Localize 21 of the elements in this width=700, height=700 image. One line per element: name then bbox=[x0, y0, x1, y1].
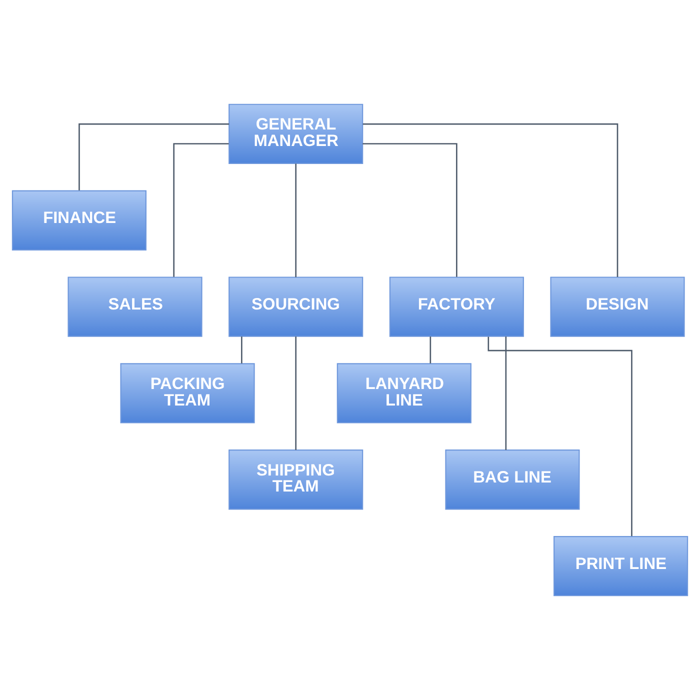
connector bbox=[488, 336, 632, 536]
connector bbox=[241, 336, 242, 364]
connector bbox=[505, 336, 507, 450]
node-box: GENERAL MANAGER bbox=[228, 104, 364, 164]
node-box: PRINT LINE bbox=[554, 536, 688, 596]
node-box: SOURCING bbox=[228, 276, 364, 337]
node-box: PACKING TEAM bbox=[120, 363, 255, 424]
node-box: LANYARD LINE bbox=[336, 363, 472, 424]
node-box: DESIGN bbox=[550, 276, 685, 337]
connector bbox=[295, 336, 296, 450]
node-box: SALES bbox=[68, 276, 202, 337]
node-box: FINANCE bbox=[12, 190, 146, 250]
connector bbox=[362, 143, 458, 277]
node-box: SHIPPING TEAM bbox=[228, 450, 364, 510]
connector bbox=[78, 123, 230, 190]
connector bbox=[430, 336, 432, 364]
connector bbox=[295, 164, 296, 278]
connector bbox=[362, 123, 618, 278]
node-box: FACTORY bbox=[389, 276, 524, 337]
connector bbox=[173, 143, 229, 277]
node-box: BAG LINE bbox=[445, 450, 580, 510]
